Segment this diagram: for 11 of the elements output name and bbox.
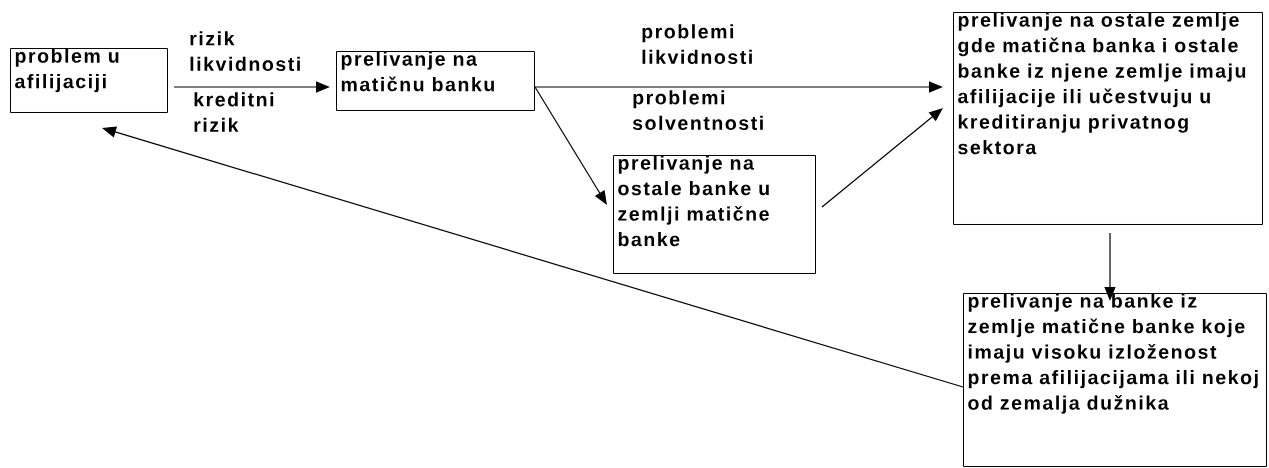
process-box: prelivanje na banke iz zemlje matične banke koje imaju visoku izloženost prema afilijacijama ili nekoj od zemalja dužnika	[963, 293, 1267, 467]
edge-label: problemi likvidnosti	[642, 24, 752, 64]
edge-label: rizik likvidnosti	[190, 31, 300, 71]
process-box: prelivanje na matičnu banku	[336, 51, 535, 111]
arrow	[821, 108, 943, 208]
annotation-text: kreditni rizik	[194, 92, 274, 132]
annotation-text: problemi solventnosti	[632, 90, 763, 130]
process-box: prelivanje na ostale banke u zemlji matične banke	[613, 155, 816, 274]
process-box: prelivanje na ostale zemlje gde matična banka i ostale banke iz njene zemlje imaju afilijacije ili učestvuju u kreditiranju privatnog sektora	[953, 12, 1263, 225]
process-box: problem u afilijaciji	[10, 48, 168, 113]
arrow	[534, 86, 607, 205]
